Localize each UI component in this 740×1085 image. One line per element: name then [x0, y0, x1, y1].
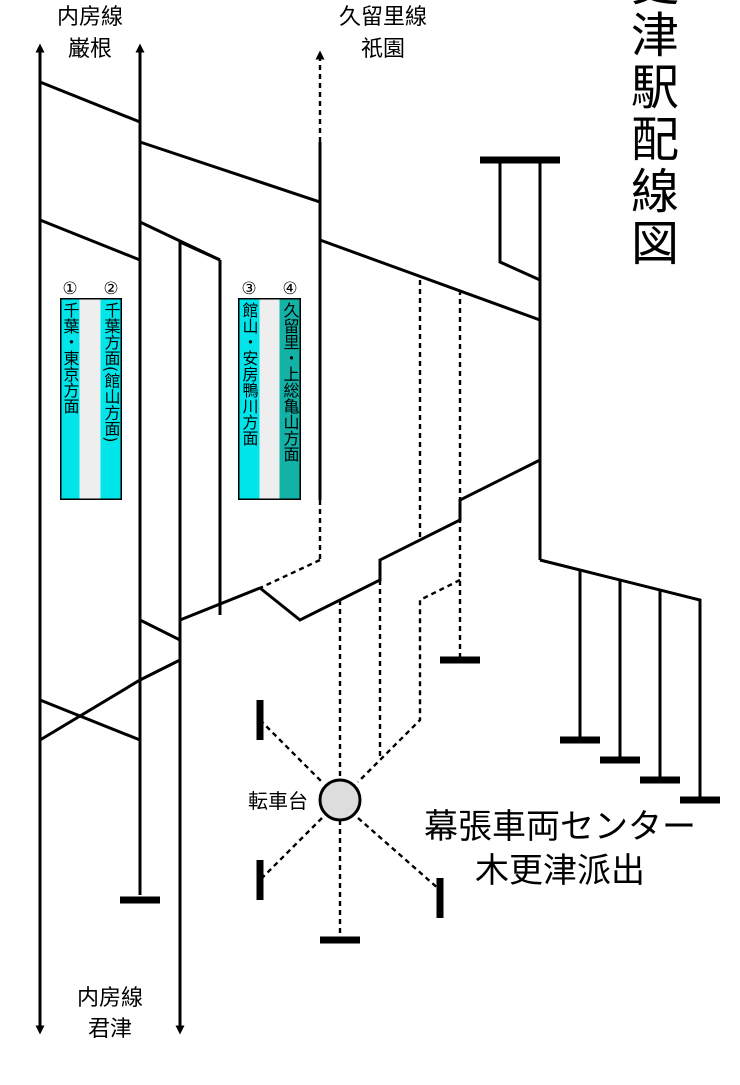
platform-1-2-gap [79, 299, 101, 499]
platform-1-2: ① ② 千葉・東京方面 千葉方面(館山方面) [60, 279, 122, 500]
bottom-station-label: 君津 [88, 1017, 132, 1042]
platform-4-number: ④ [282, 279, 297, 299]
depot-name-line1: 幕張車両センター [424, 807, 696, 847]
right-fan-trunk [539, 558, 702, 800]
track-4-main [318, 202, 541, 322]
top-left-station-label: 巌根 [68, 37, 112, 62]
turntable-lead-3 [357, 578, 461, 783]
platform-3-4: ③ ④ 館山・安房鴨川方面 久留里・上総亀山方面 [238, 279, 301, 500]
yard-top-branch [498, 160, 541, 282]
crossover-lower [39, 658, 181, 742]
platform-1-number: ① [62, 279, 77, 299]
crossover-mid [139, 618, 181, 642]
turntable-label: 転車台 [248, 789, 308, 813]
turntable-spoke-nw [259, 719, 323, 783]
crossover-top [39, 80, 141, 124]
turntable [318, 778, 362, 822]
platform-2-number: ② [103, 279, 118, 299]
track-3-link [179, 240, 221, 262]
track-3-link-lower [179, 586, 261, 622]
platform-2-direction: 千葉方面(館山方面) [102, 302, 121, 442]
track-4-dashed-link [259, 558, 321, 590]
platform-1-strip [61, 299, 80, 499]
turntable-spoke-sw [259, 817, 323, 881]
platform-3-4-gap [259, 299, 280, 499]
platform-4-strip [279, 299, 300, 499]
crossover-upper [39, 218, 141, 262]
platform-3-number: ③ [241, 279, 256, 299]
kururi-line-approach [139, 140, 322, 205]
top-left-line-label: 内房線 [57, 5, 123, 30]
platform-4-direction: 久留里・上総亀山方面 [281, 302, 300, 462]
yard-lead [259, 458, 541, 622]
platform-1-direction: 千葉・東京方面 [61, 302, 80, 414]
platform-2-strip [100, 299, 121, 499]
platform-3-direction: 館山・安房鴨川方面 [240, 302, 259, 446]
diagram-title: 木更津駅配線図 [622, 0, 678, 270]
turntable-spoke-se [357, 817, 441, 891]
depot-name-line2: 木更津派出 [475, 851, 645, 891]
crossover-bottom [39, 698, 141, 742]
top-mid-station-label: 祇園 [361, 37, 405, 62]
platform-3-strip [239, 299, 260, 499]
top-mid-line-label: 久留里線 [339, 5, 427, 30]
bottom-line-label: 内房線 [77, 986, 143, 1011]
